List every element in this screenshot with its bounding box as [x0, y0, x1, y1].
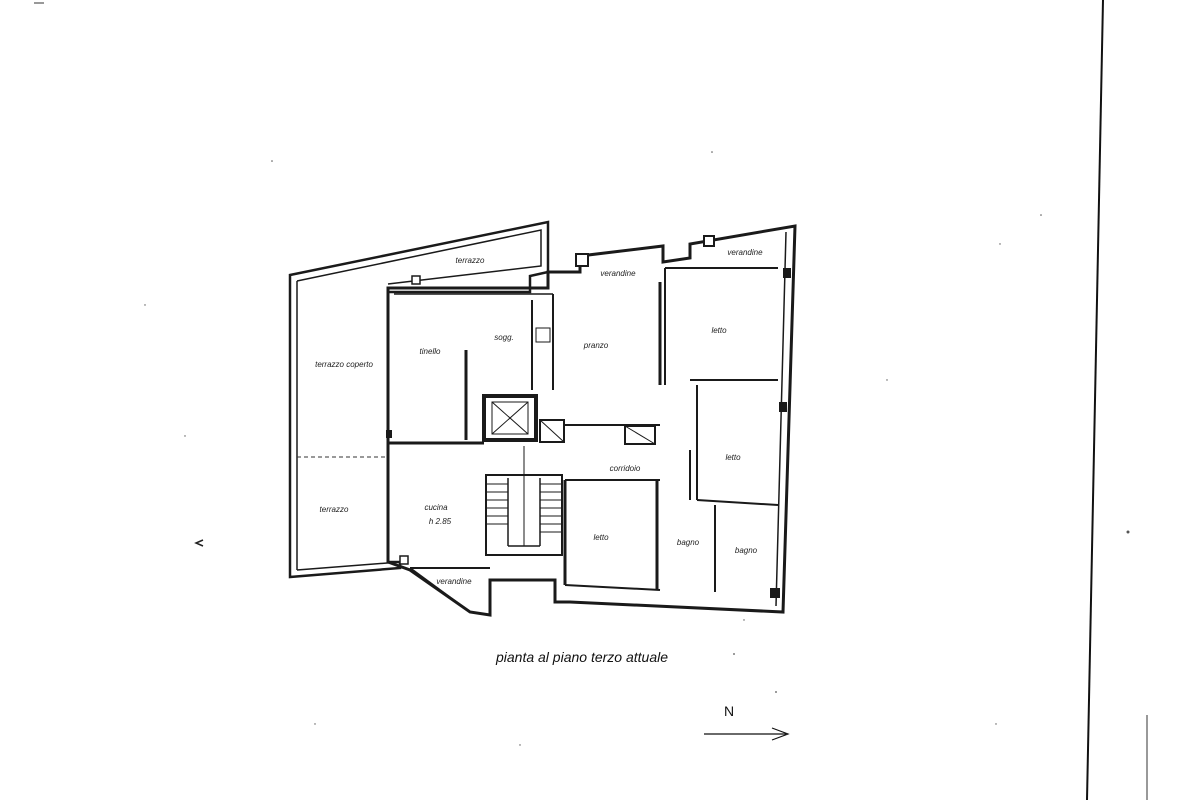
terrace-bottom-edge — [296, 561, 401, 571]
service-ducts — [535, 327, 656, 445]
room-label-letto-2: letto — [725, 453, 741, 462]
room-label-verandine-bottom: verandine — [436, 577, 472, 586]
scan-specks — [144, 151, 1130, 746]
room-label-cucina-height: h 2.85 — [429, 517, 452, 526]
room-label-bagno-1: bagno — [677, 538, 700, 547]
north-arrow: N — [704, 703, 790, 741]
room-label-verandine-mid: verandine — [600, 269, 636, 278]
elevator-shaft — [482, 394, 538, 442]
room-label-sogg: sogg. — [494, 333, 514, 342]
room-labels: terrazzo verandine verandine terrazzo co… — [315, 248, 763, 586]
room-label-pranzo: pranzo — [583, 341, 609, 350]
staircase — [485, 446, 563, 556]
apartment-outline — [386, 224, 797, 617]
room-label-terrazzo-bottom: terrazzo — [320, 505, 349, 514]
room-label-terrazzo-coperto: terrazzo coperto — [315, 360, 373, 369]
room-label-verandine-right: verandine — [727, 248, 763, 257]
north-label: N — [724, 703, 734, 719]
room-label-bagno-2: bagno — [735, 546, 758, 555]
pillars — [386, 235, 791, 598]
room-label-corridoio: corridoio — [610, 464, 641, 473]
left-arrow-mark-icon — [194, 539, 204, 547]
terrace-parapet-line — [296, 229, 542, 285]
apartment-inner-lines — [394, 231, 787, 607]
room-label-letto-3: letto — [593, 533, 609, 542]
room-label-letto-1: letto — [711, 326, 727, 335]
interior-walls — [388, 267, 779, 613]
page-border-line — [1086, 0, 1104, 800]
plan-caption: pianta al piano terzo attuale — [495, 649, 668, 665]
room-label-terrazzo-top: terrazzo — [456, 256, 485, 265]
north-arrow-head-icon — [771, 727, 790, 741]
room-label-cucina: cucina — [424, 503, 448, 512]
outer-walls — [288, 220, 797, 617]
room-label-tinello: tinello — [420, 347, 441, 356]
